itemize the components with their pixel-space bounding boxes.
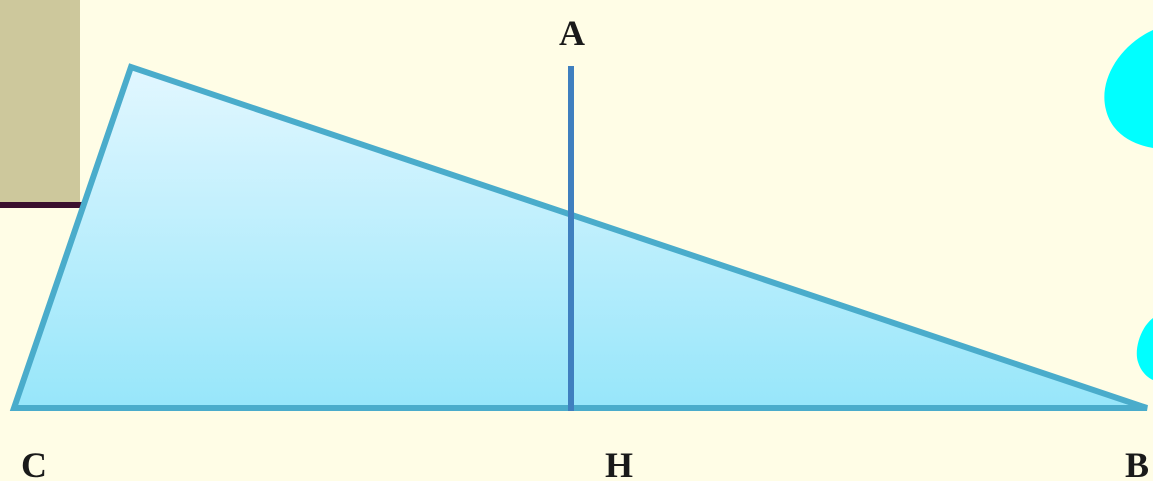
label-c: C [21, 445, 47, 481]
side-panel [0, 0, 80, 202]
cyan-shape-top [1104, 30, 1153, 148]
panel-rule [0, 202, 82, 208]
triangle [9, 63, 1148, 411]
label-h: H [605, 445, 633, 481]
label-b: B [1125, 445, 1149, 481]
cyan-shape-bottom [1136, 318, 1153, 380]
label-a: A [559, 13, 585, 53]
